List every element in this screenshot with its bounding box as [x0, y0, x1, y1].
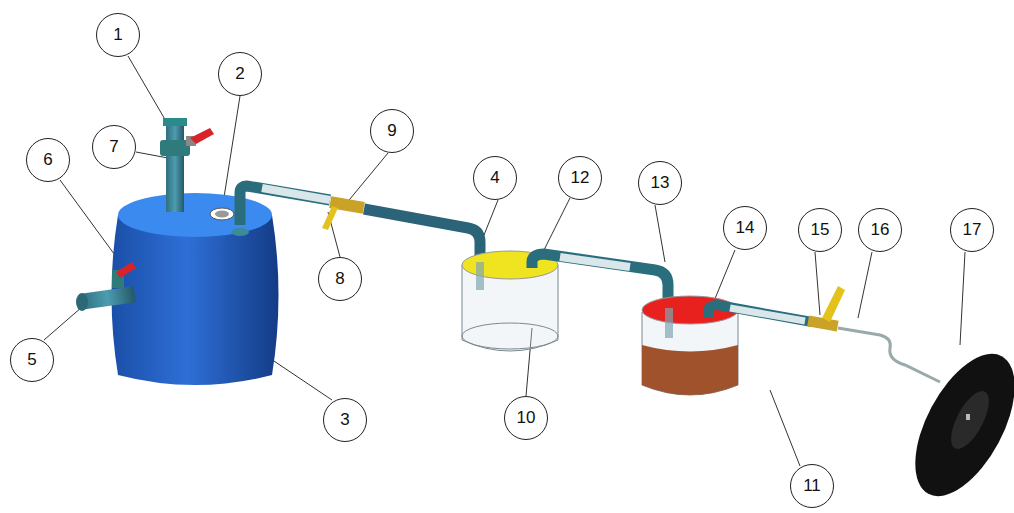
callout-number: 8: [318, 257, 362, 301]
callout-number: 14: [723, 206, 767, 250]
callout-text: 15: [811, 220, 830, 240]
callout-number: 5: [10, 338, 54, 382]
callout-text: 11: [803, 476, 821, 496]
callout-text: 17: [963, 220, 982, 240]
callout-text: 4: [490, 168, 499, 188]
callout-number: 9: [370, 109, 414, 153]
callout-text: 16: [871, 220, 890, 240]
callout-text: 5: [27, 350, 36, 370]
callout-number: 7: [92, 125, 136, 169]
callout-number: 15: [798, 208, 842, 252]
callout-text: 12: [571, 168, 590, 188]
callout-number: 13: [638, 161, 682, 205]
callout-text: 14: [736, 218, 755, 238]
callout-text: 8: [335, 269, 344, 289]
callout-text: 9: [387, 121, 396, 141]
callout-number: 4: [473, 156, 517, 200]
callout-number: 11: [790, 464, 834, 508]
callout-text: 3: [340, 410, 349, 430]
callout-number: 10: [504, 396, 548, 440]
callout-text: 10: [517, 408, 536, 428]
callout-number: 16: [858, 208, 902, 252]
callout-text: 2: [235, 64, 244, 84]
callout-number: 2: [218, 52, 262, 96]
callout-number: 17: [950, 208, 994, 252]
callout-text: 1: [113, 25, 122, 45]
callout-number: 12: [558, 156, 602, 200]
callout-number: 3: [323, 398, 367, 442]
callout-number: 6: [26, 138, 70, 182]
callout-number: 1: [96, 13, 140, 57]
callout-text: 13: [651, 173, 670, 193]
callout-text: 6: [43, 150, 52, 170]
callout-text: 7: [109, 137, 118, 157]
